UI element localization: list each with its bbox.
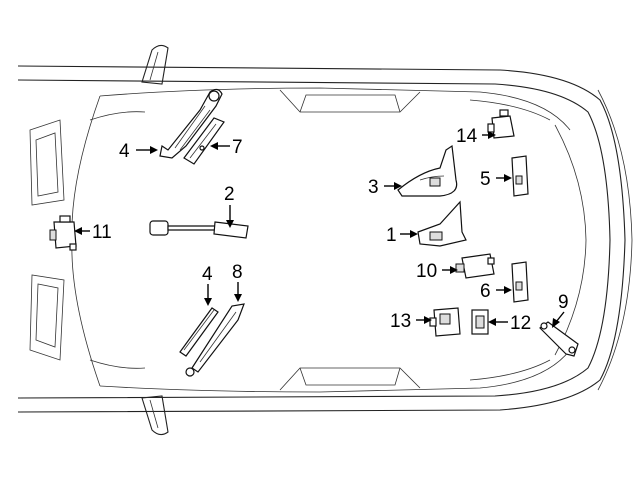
- mirror-top: [141, 44, 169, 85]
- part-12: [471, 309, 489, 335]
- mirror-bottom: [141, 395, 169, 436]
- callout-4-lower: 4: [202, 264, 213, 285]
- part-8: [185, 303, 245, 377]
- part-3: [397, 144, 458, 197]
- part-4-upper: [159, 88, 223, 159]
- callout-9: 9: [558, 292, 569, 313]
- part-2: [149, 220, 249, 239]
- callout-3: 3: [368, 177, 379, 198]
- callout-8: 8: [232, 262, 243, 283]
- leader-lines: [74, 131, 565, 328]
- part-7: [183, 117, 225, 165]
- part-1: [417, 200, 467, 247]
- callout-13: 13: [390, 311, 411, 332]
- vehicle-outline: [17, 65, 633, 413]
- part-11: [49, 215, 77, 251]
- callout-1: 1: [386, 225, 397, 246]
- callout-12: 12: [510, 313, 531, 334]
- callout-14: 14: [456, 126, 478, 147]
- callout-11: 11: [92, 222, 112, 243]
- callout-6: 6: [480, 281, 491, 302]
- part-13: [429, 307, 461, 337]
- part-14: [487, 109, 515, 139]
- callout-10: 10: [416, 261, 437, 282]
- callout-7: 7: [232, 137, 243, 158]
- callout-4-upper: 4: [119, 141, 130, 162]
- callout-2: 2: [224, 184, 235, 205]
- part-4-lower: [179, 307, 219, 357]
- callout-5: 5: [480, 169, 491, 190]
- part-9: [539, 321, 579, 357]
- callout-labels: 4 7 2 11 4 8 3 1 10 13 12 14 5 6 9: [92, 126, 569, 334]
- part-5: [511, 155, 529, 197]
- part-6: [511, 261, 529, 303]
- part-10: [455, 253, 495, 279]
